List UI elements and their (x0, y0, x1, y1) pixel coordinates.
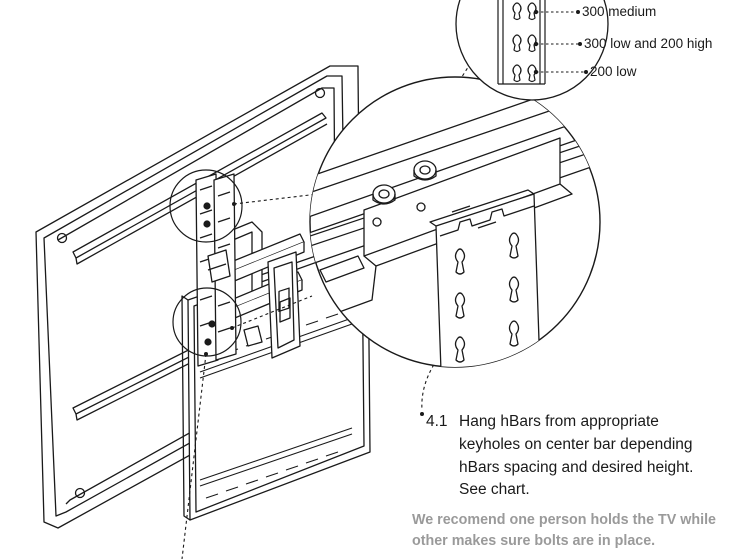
step-line-1: Hang hBars from appropriate (459, 413, 659, 430)
step-instructions: Hang hBars from appropriate keyholes on … (459, 414, 735, 505)
keyhole-label-200-low: 200 low (590, 64, 637, 79)
zoom-indicator-upper (169, 169, 243, 243)
note-line-1: We recomend one person holds the TV whil… (412, 512, 716, 528)
step-line-2: keyholes on center bar depending (459, 435, 693, 453)
step-line-4: See chart. (459, 481, 530, 499)
safety-note: We recomend one person holds the TV whil… (412, 513, 737, 556)
detail-keyhole-chart (455, 0, 609, 101)
step-number: 4.1 (426, 413, 448, 430)
keyhole-label-300-low-200-high: 300 low and 200 high (584, 36, 713, 51)
note-line-2: other makes sure bolts are in place. (412, 533, 656, 550)
zoom-indicator-lower (172, 287, 242, 357)
step-line-3: hBars spacing and desired height. (459, 458, 694, 476)
keyhole-label-300-medium: 300 medium (582, 4, 657, 19)
mount-arm (195, 173, 305, 367)
